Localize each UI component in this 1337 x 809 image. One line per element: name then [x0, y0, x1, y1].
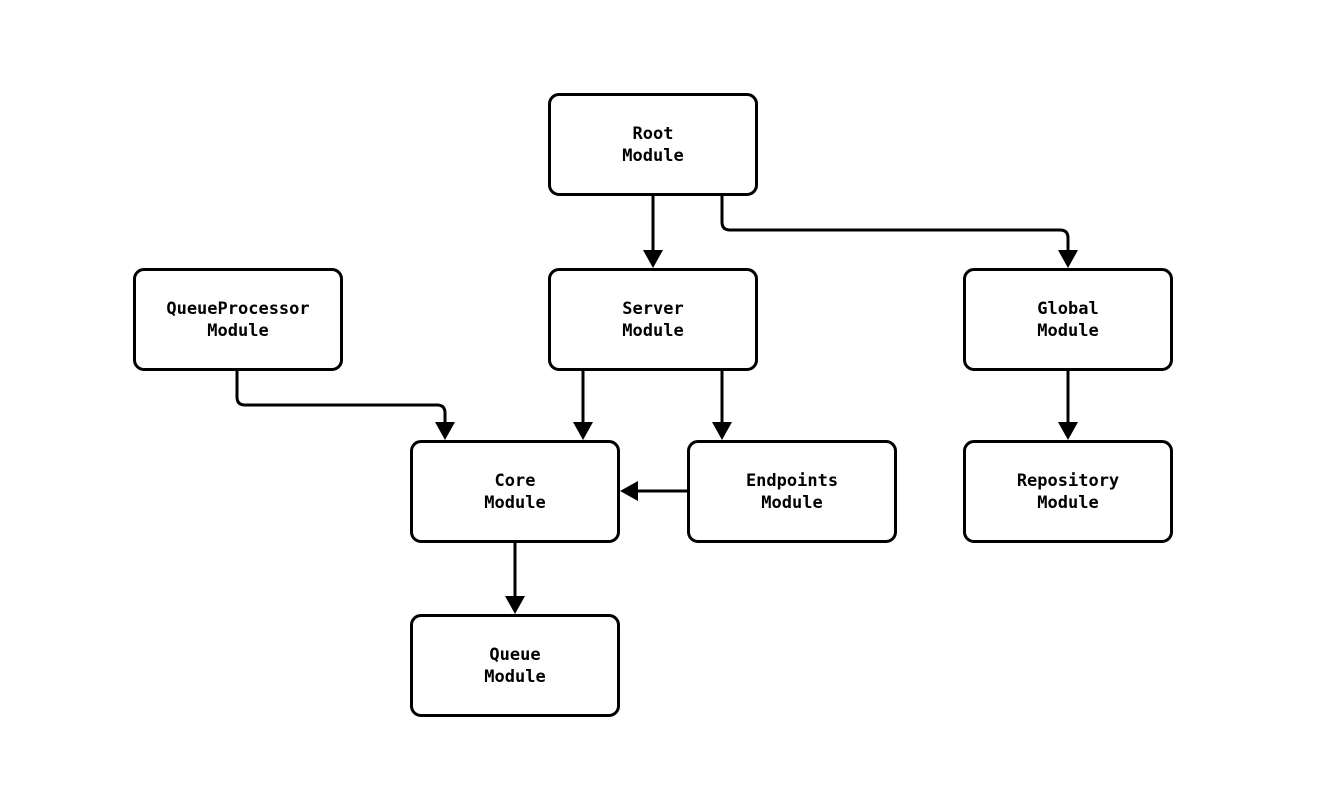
node-global-module[interactable]: Global Module [963, 268, 1173, 371]
edge-server-to-endpoints [712, 371, 732, 440]
node-endpoints-module-label: Endpoints Module [745, 470, 839, 513]
edge-server-to-core [573, 371, 593, 440]
node-core-module-label: Core Module [484, 470, 546, 513]
edge-root-to-global [720, 196, 1078, 268]
node-core-module[interactable]: Core Module [410, 440, 620, 543]
node-queueprocessor-module[interactable]: QueueProcessor Module [133, 268, 343, 371]
edge-root-to-server [643, 196, 663, 268]
node-queue-module-label: Queue Module [484, 644, 546, 687]
edge-endpoints-to-core [620, 481, 687, 501]
node-repository-module[interactable]: Repository Module [963, 440, 1173, 543]
node-repository-module-label: Repository Module [1016, 470, 1120, 513]
node-root-module[interactable]: Root Module [548, 93, 758, 196]
edge-global-to-repository [1058, 371, 1078, 440]
edge-queueprocessor-to-core [235, 371, 455, 440]
node-global-module-label: Global Module [1037, 298, 1099, 341]
node-server-module-label: Server Module [622, 298, 684, 341]
node-queueprocessor-module-label: QueueProcessor Module [166, 298, 310, 341]
edge-core-to-queue [505, 543, 525, 614]
node-endpoints-module[interactable]: Endpoints Module [687, 440, 897, 543]
node-server-module[interactable]: Server Module [548, 268, 758, 371]
node-queue-module[interactable]: Queue Module [410, 614, 620, 717]
node-root-module-label: Root Module [622, 123, 684, 166]
